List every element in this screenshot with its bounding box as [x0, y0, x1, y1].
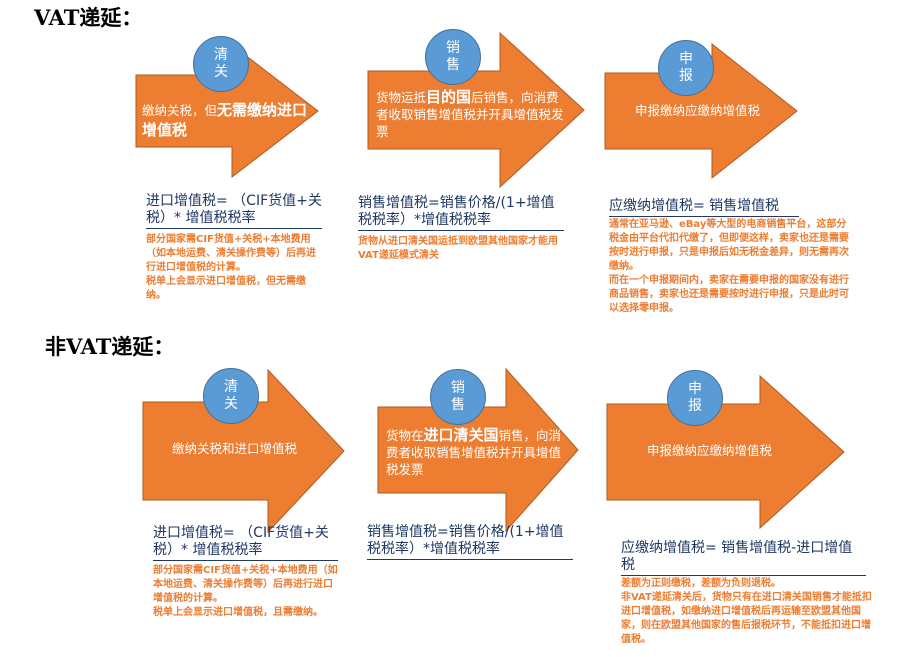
formula-sales-vat-2: 销售增值税=销售价格/(1+增值税税率）*增值税税率 [367, 524, 573, 560]
formula-sales-vat: 销售增值税=销售价格/(1+增值税税率）*增值税税率 [358, 195, 564, 231]
step-badge-sales: 销售 [425, 29, 481, 85]
formula-import-vat: 进口增值税= （CIF货值+关税）* 增值税税率 [146, 193, 322, 229]
step-text-filing-2: 申报缴纳应缴纳增值税 [647, 443, 773, 458]
step-badge-filing-2: 申报 [667, 370, 723, 426]
step-text-filing: 申报缴纳应缴纳增值税 [635, 103, 761, 118]
section-title-non-vat-deferred: 非VAT递延： [45, 334, 175, 359]
note-import-vat: 部分国家需CIF货值+关税+本地费用（如本地运费、清关操作费等）后再进行进口增值… [146, 234, 316, 301]
note-payable-vat: 通常在亚马逊、eBay等大型的电商销售平台，这部分税金由平台代扣代缴了，但即便这… [609, 219, 849, 314]
step-badge-sales-2: 销售 [430, 369, 486, 425]
note-sales-vat: 货物从进口清关国运抵到欧盟其他国家才能用VAT递延模式清关 [358, 236, 558, 261]
formula-payable-vat: 应缴纳增值税= 销售增值税 [609, 198, 799, 217]
formula-payable-vat-2: 应缴纳增值税= 销售增值税-进口增值税 [621, 540, 866, 576]
step-text-customs: 缴纳关税，但无需缴纳进口增值税 [142, 101, 308, 139]
note-payable-vat-2: 差额为正则缴税，差额为负则退税。 非VAT递延清关后，货物只有在进口清关国销售才… [621, 578, 872, 645]
note-import-vat-2: 部分国家需CIF货值+关税+本地费用（如本地运费、清关操作费等）后再进行进口增值… [153, 565, 338, 618]
step-text-sales: 货物运抵目的国后销售，向消费者收取销售增值税并开具增值税发票 [376, 88, 564, 140]
step-badge-customs: 清关 [193, 36, 249, 92]
section-title-vat-deferred: VAT递延： [34, 5, 143, 30]
step-text-sales-2: 货物在进口清关国销售，向消费者收取销售增值税并开具增值税发票 [386, 426, 562, 478]
step-badge-filing: 申报 [658, 40, 714, 96]
step-text-customs-2: 缴纳关税和进口增值税 [172, 441, 298, 456]
step-badge-customs-2: 清关 [203, 368, 259, 424]
formula-import-vat-2: 进口增值税= （CIF货值+关税）* 增值税税率 [153, 525, 338, 561]
